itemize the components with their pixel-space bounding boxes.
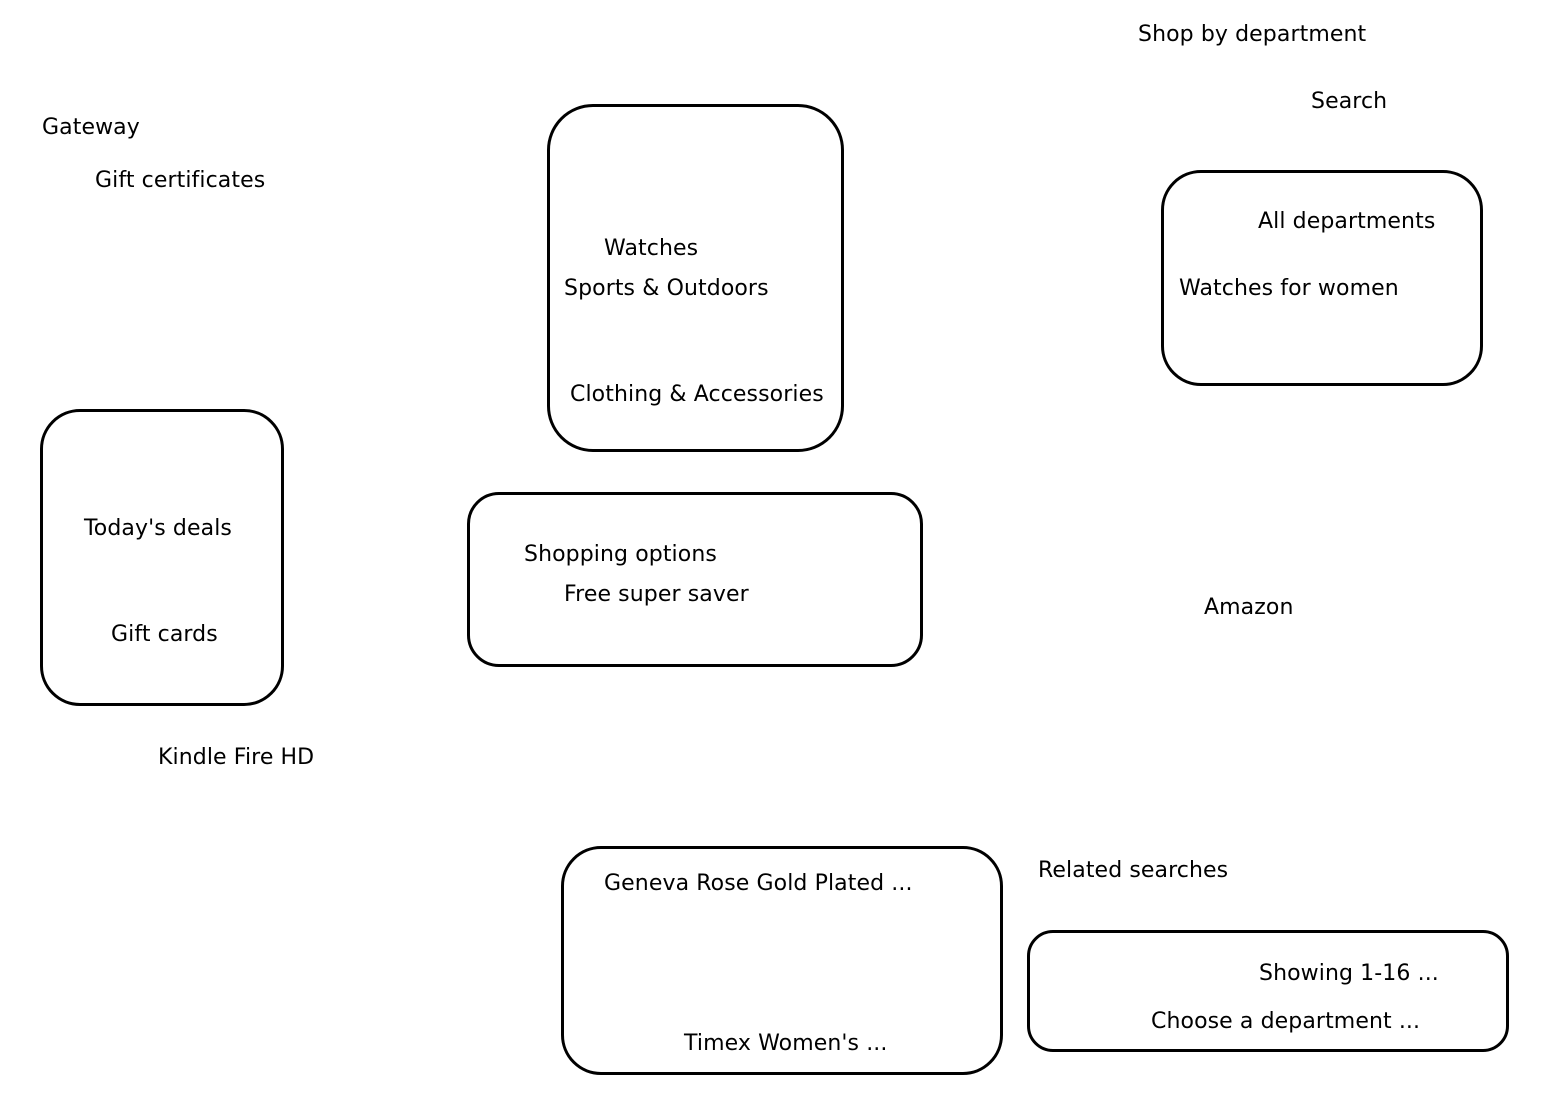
choose-department-label[interactable]: Choose a department ... <box>1151 1009 1421 1034</box>
timex-product-label[interactable]: Timex Women's ... <box>684 1031 888 1056</box>
gateway-label[interactable]: Gateway <box>42 115 140 140</box>
todays-deals-label[interactable]: Today's deals <box>84 516 232 541</box>
related-searches-label[interactable]: Related searches <box>1038 858 1229 883</box>
gift-certificates-label[interactable]: Gift certificates <box>95 168 266 193</box>
sports-outdoors-label[interactable]: Sports & Outdoors <box>564 276 769 301</box>
amazon-label[interactable]: Amazon <box>1204 595 1294 620</box>
showing-results-label[interactable]: Showing 1-16 ... <box>1259 961 1439 986</box>
departments-box <box>1161 170 1483 386</box>
products-box <box>561 846 1003 1075</box>
kindle-fire-hd-label[interactable]: Kindle Fire HD <box>158 745 315 770</box>
free-super-saver-label[interactable]: Free super saver <box>564 582 749 607</box>
clothing-accessories-label[interactable]: Clothing & Accessories <box>570 382 824 407</box>
shop-by-department-label[interactable]: Shop by department <box>1138 22 1367 47</box>
geneva-product-label[interactable]: Geneva Rose Gold Plated ... <box>604 871 913 896</box>
deals-box <box>40 409 284 706</box>
search-label[interactable]: Search <box>1311 89 1388 114</box>
categories-box <box>547 104 844 452</box>
watches-for-women-label[interactable]: Watches for women <box>1179 276 1399 301</box>
gift-cards-label[interactable]: Gift cards <box>111 622 218 647</box>
shopping-options-box <box>467 492 923 667</box>
shopping-options-label[interactable]: Shopping options <box>524 542 717 567</box>
results-box <box>1027 930 1509 1052</box>
watches-label[interactable]: Watches <box>604 236 699 261</box>
all-departments-label[interactable]: All departments <box>1258 209 1436 234</box>
